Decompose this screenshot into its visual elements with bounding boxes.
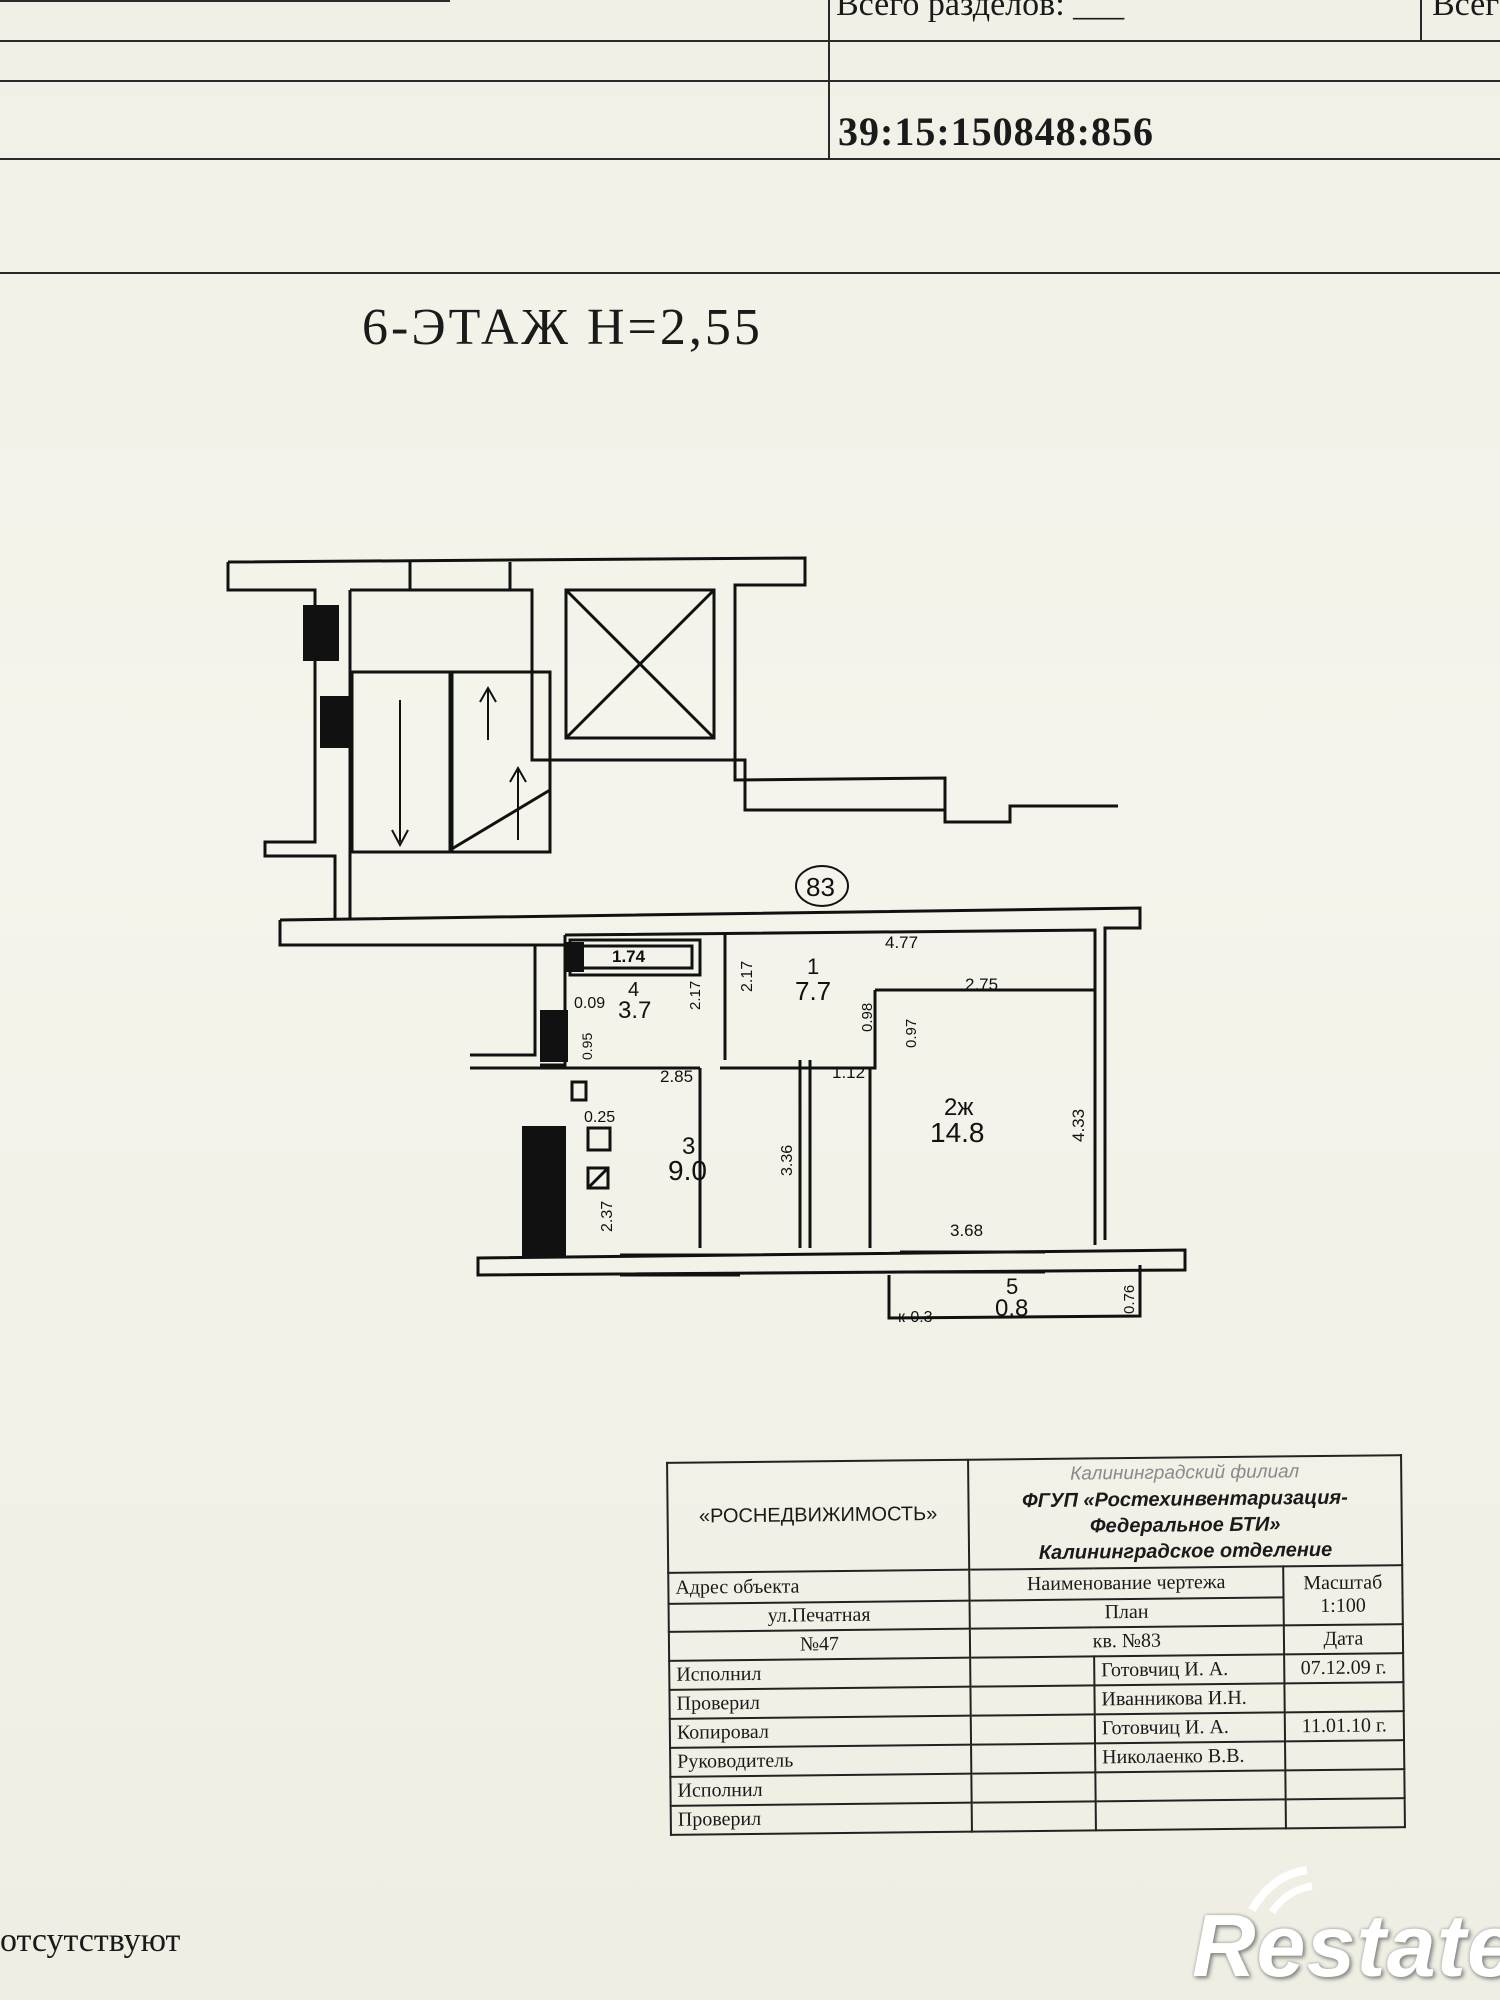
- signer-date: [1284, 1682, 1404, 1713]
- drawing-header: Наименование чертежа: [969, 1565, 1284, 1601]
- floor-plan: 83 1 7.7 2ж 14.8 3 9.0 4 3.7 5 0.8 1.74 …: [226, 556, 1187, 1326]
- signer-name: Готовчиц И. А.: [1094, 1712, 1285, 1744]
- dim-label: 4.33: [1069, 1109, 1088, 1142]
- dim-label: 0.97: [903, 1019, 920, 1048]
- dim-label: 2.17: [687, 981, 704, 1010]
- room-4-number: 4: [628, 979, 639, 1001]
- apartment-number-label: 83: [806, 872, 835, 902]
- signer-date: [1284, 1740, 1405, 1771]
- signer-role: Исполнил: [670, 1773, 972, 1806]
- dim-label: 2.75: [965, 975, 998, 994]
- dim-label: 3.68: [950, 1221, 983, 1240]
- dim-label: 2.37: [599, 1201, 616, 1232]
- signer-role: Исполнил: [669, 1658, 971, 1691]
- drawing-name: План: [969, 1596, 1284, 1630]
- address-street: ул.Печатная: [668, 1600, 970, 1633]
- signer-name: Николаенко В.В.: [1094, 1741, 1286, 1773]
- room-3-area: 9.0: [668, 1155, 707, 1186]
- scale-value: 1:100: [1320, 1595, 1366, 1618]
- agency-cell: «РОСНЕДВИЖИМОСТЬ»: [667, 1459, 970, 1573]
- room-2-area: 14.8: [930, 1117, 985, 1148]
- header-rule-1: [0, 40, 1500, 42]
- signature-cell: [970, 1714, 1095, 1745]
- room-4-area: 3.7: [618, 997, 651, 1024]
- bottom-note: отсутствуют: [0, 1922, 181, 1959]
- org-line-3: Калининградское отделение: [1038, 1538, 1333, 1564]
- signer-date: 07.12.09 г.: [1283, 1653, 1404, 1684]
- address-house: №47: [668, 1629, 971, 1662]
- dim-label: 1.74: [612, 947, 646, 966]
- signer-name: Готовчиц И. А.: [1094, 1654, 1285, 1686]
- signer-role: Руководитель: [670, 1744, 972, 1777]
- header-cut-label: Всег: [1432, 0, 1500, 23]
- signature-cell: [970, 1743, 1096, 1774]
- address-header: Адрес объекта: [668, 1569, 970, 1604]
- signer-date: 11.01.10 г.: [1284, 1711, 1405, 1742]
- watermark-logo: Restate: [1192, 1896, 1500, 1995]
- dim-label: 1.12: [832, 1063, 865, 1082]
- room-1-number: 1: [807, 954, 819, 979]
- date-header: Дата: [1283, 1624, 1404, 1655]
- signer-date: [1285, 1798, 1405, 1829]
- signature-cell: [971, 1772, 1096, 1803]
- room-1-area: 7.7: [795, 976, 831, 1006]
- signer-date: [1285, 1769, 1405, 1800]
- header-divider: [828, 0, 830, 160]
- room-3-number: 3: [682, 1133, 695, 1160]
- dim-label: 3.36: [779, 1145, 796, 1176]
- room-2-number: 2ж: [944, 1094, 973, 1121]
- dim-label: 2.85: [660, 1067, 693, 1086]
- header-rule-2: [0, 80, 1500, 82]
- dim-label: 0.25: [584, 1109, 615, 1126]
- watermark-signal-icon: [1248, 1866, 1313, 1915]
- title-block: «РОСНЕДВИЖИМОСТЬ» Калининградский филиал…: [667, 1455, 1405, 1835]
- header-rule-4: [0, 272, 1500, 274]
- header-rule-3: [0, 158, 1500, 160]
- org-line-2: Федеральное БТИ»: [1089, 1513, 1281, 1538]
- cadastral-number: 39:15:150848:856: [838, 109, 1154, 154]
- dim-label: 0.95: [579, 1033, 595, 1060]
- signer-role: Проверил: [670, 1802, 972, 1835]
- dim-label: к-0.3: [898, 1309, 933, 1326]
- signer-name: [1095, 1799, 1286, 1831]
- sections-label: Всего разделов: ___: [836, 0, 1125, 23]
- title-block-table: «РОСНЕДВИЖИМОСТЬ» Калининградский филиал…: [666, 1454, 1406, 1836]
- scale-cell: Масштаб 1:100: [1282, 1564, 1403, 1626]
- signature-cell: [970, 1656, 1095, 1687]
- signer-name: [1095, 1770, 1286, 1802]
- floor-title: 6-ЭТАЖ Н=2,55: [362, 299, 763, 356]
- dim-label: 0.76: [1121, 1285, 1138, 1314]
- signer-role: Проверил: [669, 1686, 971, 1720]
- signature-cell: [971, 1801, 1096, 1832]
- dim-label: 2.17: [739, 961, 756, 992]
- org-faint-line: Калининградский филиал: [1070, 1461, 1300, 1485]
- signer-role: Копировал: [669, 1715, 971, 1748]
- header-stub: [0, 0, 450, 2]
- room-5-number: 5: [1006, 1274, 1018, 1299]
- scale-header: Масштаб: [1303, 1571, 1383, 1595]
- org-line-1: ФГУП «Ростехинвентаризация-: [1021, 1486, 1348, 1512]
- dim-label: 0.09: [574, 995, 605, 1012]
- dim-label: 4.77: [885, 933, 918, 952]
- organization-cell: Калининградский филиал ФГУП «Ростехинвен…: [967, 1455, 1403, 1570]
- drawing-apartment: кв. №83: [969, 1625, 1284, 1659]
- signature-cell: [970, 1685, 1095, 1716]
- signer-name: Иванникова И.Н.: [1094, 1683, 1285, 1715]
- header-divider-right: [1420, 0, 1422, 40]
- dim-label: 0.98: [859, 1003, 876, 1032]
- room-5-area: 0.8: [995, 1295, 1028, 1322]
